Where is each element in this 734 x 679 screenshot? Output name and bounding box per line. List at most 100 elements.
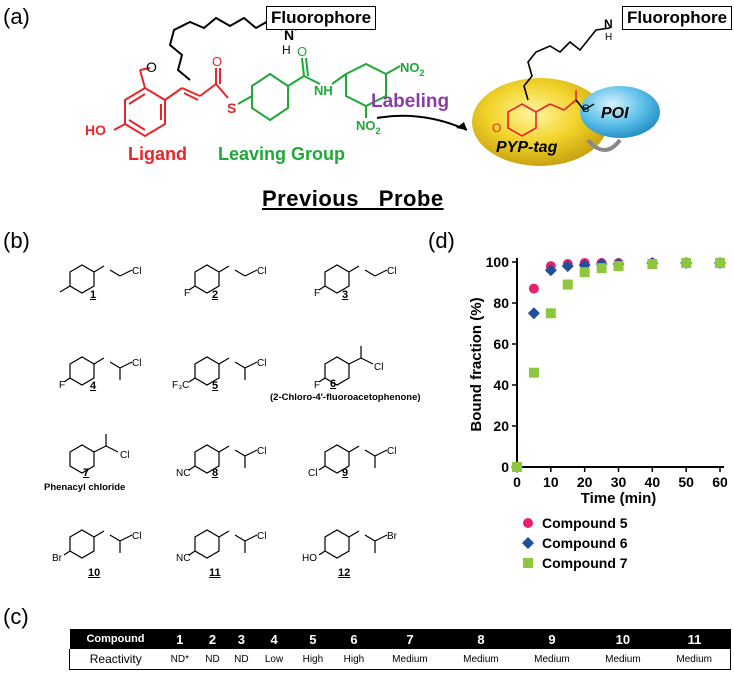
- cmp10-cl: Cl: [132, 531, 141, 542]
- amide-nh: NH: [314, 83, 333, 98]
- table-header-cell: 8: [445, 629, 517, 649]
- x-tick-label: 30: [611, 474, 627, 490]
- compound-number: 1: [90, 289, 97, 301]
- data-point: [613, 261, 624, 272]
- compound-number: 2: [212, 289, 219, 301]
- table-cell: Medium: [445, 649, 517, 670]
- cmp2-cl: Cl: [257, 266, 266, 277]
- pyp-tag-blob: [472, 78, 608, 166]
- y-tick-label: 60: [493, 336, 509, 352]
- table-cell: Medium: [516, 649, 588, 670]
- panel-label-c: (c): [3, 604, 29, 629]
- data-point: [561, 260, 574, 273]
- legend-marker: [522, 537, 534, 549]
- table-cell: Medium: [658, 649, 732, 670]
- cmp8-nc: NC: [176, 468, 190, 479]
- table-cell: Medium: [374, 649, 446, 670]
- table-row: Reactivity ND* ND ND Low High High Mediu…: [69, 649, 732, 670]
- nitro-bottom: NO2: [356, 118, 381, 136]
- data-point: [527, 307, 540, 320]
- table-header-cell: 9: [516, 629, 588, 649]
- table-header-cell: 10: [587, 629, 659, 649]
- cmp12-ho: HO: [302, 553, 317, 564]
- data-point: [579, 267, 590, 278]
- table-header-cell: 7: [374, 629, 446, 649]
- poi-label: POI: [601, 105, 629, 122]
- pyp-tag-label: PYP-tag: [496, 139, 558, 156]
- data-point: [562, 279, 573, 290]
- cmp8-cl: Cl: [257, 446, 266, 457]
- cmp5-cl: Cl: [257, 358, 266, 369]
- bound-s: S: [582, 103, 589, 115]
- cmp9-cl: Cl: [387, 446, 396, 457]
- cmp9-cl-ring: Cl: [308, 468, 317, 479]
- y-tick-label: 20: [493, 418, 509, 434]
- table-cell: Medium: [587, 649, 659, 670]
- amine-h: H: [282, 43, 291, 57]
- compound-name: (2-Chloro-4'-fluoroacetophenone): [270, 392, 421, 403]
- phenolate-o: O: [492, 121, 501, 135]
- x-tick-label: 20: [577, 474, 593, 490]
- previous-probe-title: Previous Probe: [262, 186, 444, 211]
- labeling-label: Labeling: [371, 91, 450, 112]
- thioester-s: S: [227, 100, 236, 116]
- data-point: [528, 367, 539, 378]
- poi-blob: [580, 86, 660, 138]
- reactivity-table: Compound 1 2 3 4 5 6 7 8 9 10 11 Reactiv…: [69, 629, 732, 670]
- cmp2-f: F: [184, 288, 190, 299]
- legend-label: Compound 5: [542, 515, 628, 531]
- compound-number: 4: [90, 380, 97, 392]
- fluorophore-box-right: Fluorophore: [622, 6, 733, 30]
- amide-oxygen: O: [297, 44, 307, 59]
- cmp3-cl: Cl: [387, 266, 396, 277]
- cmp1-cl: Cl: [132, 266, 141, 277]
- data-point: [681, 258, 692, 269]
- table-header-label: Compound: [69, 629, 162, 649]
- fluorophore-box-left: Fluorophore: [266, 6, 377, 30]
- cmp7-cl: Cl: [120, 450, 129, 461]
- table-header-row: Compound 1 2 3 4 5 6 7 8 9 10 11: [69, 629, 731, 649]
- hydroxyl-label: HO: [85, 122, 106, 138]
- y-tick-label: 100: [486, 254, 510, 270]
- panel-label-d: (d): [428, 228, 455, 253]
- legend-label: Compound 7: [542, 555, 628, 571]
- x-tick-label: 50: [678, 474, 694, 490]
- compound-grid: Cl Cl Cl F F Cl Cl Cl F F₃C F Cl Cl Cl N…: [52, 264, 398, 564]
- data-point: [545, 308, 556, 319]
- x-axis-label: Time (min): [581, 490, 657, 507]
- x-tick-label: 40: [645, 474, 661, 490]
- table-header-cell: 11: [658, 629, 731, 649]
- compound-number: 7: [83, 467, 90, 479]
- cmp4-cl: Cl: [132, 358, 141, 369]
- bound-n: N: [604, 17, 613, 31]
- data-point: [512, 462, 522, 472]
- probe-structure: O O HO S O NH NO2 NO2 N H: [85, 16, 425, 138]
- y-tick-label: 0: [501, 459, 509, 475]
- leaving-group-label: Leaving Group: [218, 144, 346, 164]
- table-header-cell: 2: [198, 629, 227, 649]
- table-header-cell: 1: [161, 629, 199, 649]
- panel-label-b: (b): [3, 228, 30, 253]
- data-point: [715, 258, 725, 269]
- cmp10-br: Br: [52, 553, 63, 564]
- data-point: [596, 263, 607, 274]
- table-header-cell: 3: [226, 629, 256, 649]
- data-point: [647, 259, 658, 270]
- legend-marker: [523, 518, 533, 528]
- table-header-cell: 6: [333, 629, 375, 649]
- table-row-label: Reactivity: [69, 649, 162, 670]
- cmp5-f3c: F₃C: [172, 380, 189, 391]
- data-point: [528, 283, 539, 294]
- y-axis-label: Bound fraction (%): [468, 297, 485, 431]
- cmp12-br: Br: [387, 531, 398, 542]
- ligand-label: Ligand: [128, 144, 187, 164]
- table-cell: ND*: [161, 649, 199, 670]
- legend-marker: [523, 558, 533, 568]
- data-point: [544, 264, 557, 277]
- y-tick-label: 80: [493, 295, 509, 311]
- compound-number: 8: [212, 467, 219, 479]
- table-cell: ND: [198, 649, 227, 670]
- y-tick-label: 40: [493, 377, 509, 393]
- compound-number: 12: [338, 567, 351, 579]
- carbonyl-oxygen: O: [212, 54, 222, 69]
